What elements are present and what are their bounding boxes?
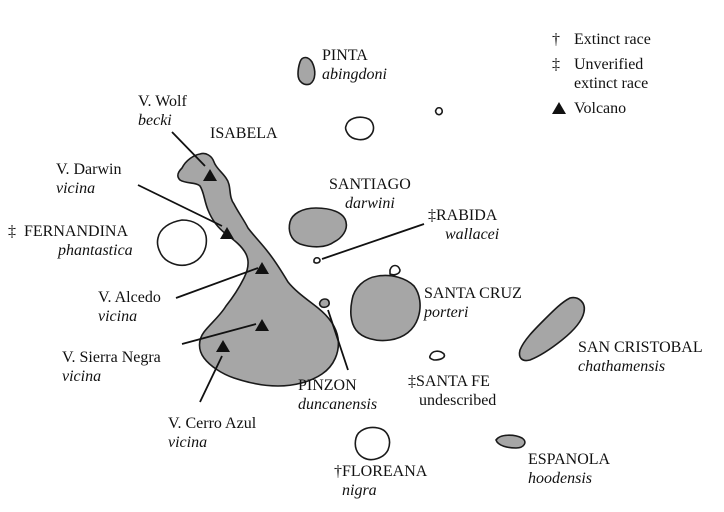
- sierra-negra-leader-line: [181, 323, 257, 345]
- label-santa-fe: ‡SANTA FE undescribed: [408, 373, 497, 409]
- legend-unverified-label-2: extinct race: [574, 75, 649, 92]
- santa-fe-island: [428, 350, 446, 361]
- cerro-azul-leader-line: [199, 355, 223, 403]
- volcano-alcedo-icon: [255, 262, 269, 274]
- label-santa-cruz: SANTA CRUZ porteri: [424, 285, 522, 321]
- baltra-island: [389, 264, 401, 276]
- label-rabida: ‡RABIDA wallacei: [428, 207, 500, 243]
- label-floreana: †FLOREANA nigra: [334, 463, 428, 499]
- dagger-symbol: †: [552, 31, 560, 48]
- darwin-leader-line: [137, 184, 223, 227]
- label-v-wolf: V. Wolf becki: [138, 93, 187, 129]
- label-fernandina: ‡FERNANDINA phantastica: [8, 223, 133, 259]
- label-pinzon: PINZON duncanensis: [298, 377, 378, 413]
- legend-extinct-label: Extinct race: [574, 31, 651, 48]
- label-v-sierra-negra: V. Sierra Negra vicina: [62, 349, 161, 385]
- santa-fe-mark: ‡: [408, 373, 416, 390]
- volcano-cerro-azul-icon: [216, 340, 230, 352]
- label-v-alcedo: V. Alcedo vicina: [98, 289, 161, 325]
- santa-cruz-island: [350, 274, 421, 342]
- volcano-wolf-icon: [203, 169, 217, 181]
- legend-volcano-label: Volcano: [574, 100, 627, 117]
- wolf-leader-line: [171, 131, 206, 167]
- legend-volcano: Volcano: [548, 99, 651, 118]
- marchena-island: [344, 116, 375, 141]
- label-pinta: PINTA abingdoni: [322, 47, 387, 83]
- genovesa-island: [434, 106, 443, 116]
- legend: † Extinct race ‡ Unverified extinct race…: [548, 30, 651, 124]
- volcano-sierra-negra-icon: [255, 319, 269, 331]
- label-espanola: ESPANOLA hoodensis: [528, 451, 611, 487]
- label-v-darwin: V. Darwin vicina: [56, 161, 122, 197]
- fernandina-mark: ‡: [8, 223, 16, 240]
- espanola-island: [495, 434, 526, 449]
- label-san-cristobal: SAN CRISTOBAL chathamensis: [578, 339, 703, 375]
- label-v-cerro-azul: V. Cerro Azul vicina: [168, 415, 257, 451]
- volcano-legend-icon: [552, 102, 566, 114]
- rabida-leader-line: [321, 223, 425, 260]
- rabida-island: [313, 256, 321, 264]
- label-isabela: ISABELA: [210, 125, 278, 142]
- label-santiago: SANTIAGO darwini: [329, 176, 411, 212]
- pinta-island: [297, 56, 316, 86]
- floreana-mark: †: [334, 463, 342, 480]
- alcedo-leader-line: [175, 267, 259, 299]
- legend-unverified: ‡ Unverified extinct race: [548, 55, 651, 93]
- santiago-island: [288, 207, 348, 248]
- double-dagger-symbol: ‡: [552, 56, 560, 73]
- pinzon-island: [318, 298, 330, 309]
- volcano-darwin-icon: [220, 227, 234, 239]
- legend-unverified-label-1: Unverified: [574, 56, 644, 73]
- legend-extinct: † Extinct race: [548, 30, 651, 49]
- floreana-island: [354, 426, 391, 461]
- fernandina-island: [156, 219, 208, 267]
- san-cristobal-island: [518, 296, 586, 362]
- rabida-mark: ‡: [428, 207, 436, 224]
- pinzon-leader-line: [327, 309, 349, 371]
